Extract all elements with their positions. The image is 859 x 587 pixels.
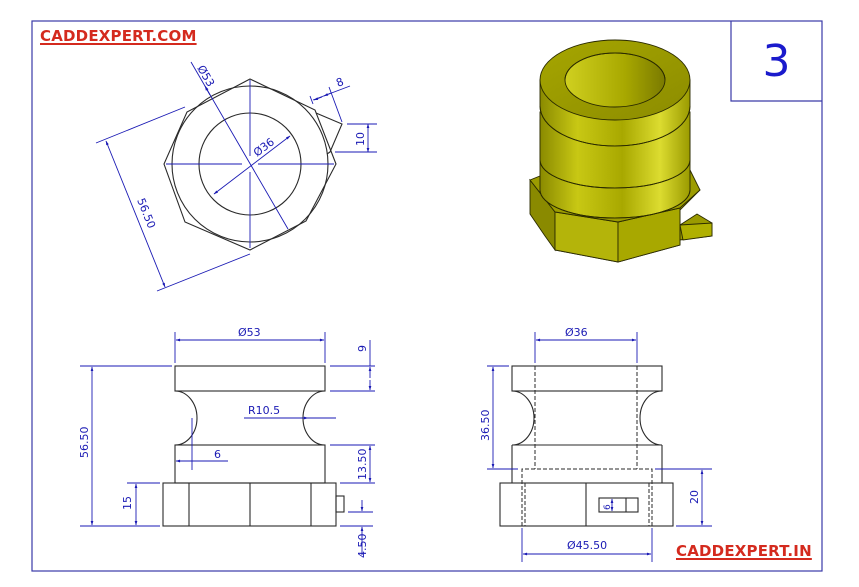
dim-front-groove-radius: R10.5	[248, 404, 280, 417]
brand-link-caddexpert-com[interactable]: CADDEXPERT.COM	[40, 27, 197, 45]
dim-top-across-flats: 56.50	[134, 196, 158, 230]
sheet-number: 3	[762, 35, 791, 87]
hex-outline	[163, 78, 343, 251]
dim-top-outer-diameter: Ø53	[194, 63, 217, 89]
dim-front-tab-offset: 4.50	[356, 534, 369, 559]
front-outline	[162, 365, 345, 527]
top-view: Ø53 Ø36 56.50 8	[95, 61, 377, 292]
dim-front-lower-band-height: 13.50	[356, 449, 369, 481]
hidden-lines	[521, 366, 653, 526]
side-outline	[499, 365, 674, 527]
dim-front-groove-depth: 6	[214, 448, 221, 461]
dim-front-overall-height: 56.50	[78, 427, 91, 459]
side-view: Ø36 36.50 20 Ø45.50 6	[479, 326, 712, 562]
dim-top-tab-width: 8	[334, 75, 345, 90]
dim-front-flange-diameter: Ø53	[238, 326, 261, 339]
dim-side-recess-depth: 20	[688, 490, 701, 504]
dim-side-bore-depth: 36.50	[479, 410, 492, 442]
dim-side-tab-size: 6	[603, 504, 613, 510]
dim-side-recess-diameter: Ø45.50	[567, 539, 607, 552]
dim-front-flange-height: 9	[356, 345, 369, 352]
dim-top-tab-height: 10	[354, 132, 367, 146]
brand-link-caddexpert-in[interactable]: CADDEXPERT.IN	[676, 542, 812, 560]
dim-side-bore-diameter: Ø36	[565, 326, 588, 339]
isometric-view	[529, 39, 713, 263]
front-view: Ø53 9 R10.5 6 56.50 15 13.50 4.50	[78, 326, 375, 558]
sheet-border	[31, 20, 823, 572]
dim-front-hex-height: 15	[121, 496, 134, 510]
